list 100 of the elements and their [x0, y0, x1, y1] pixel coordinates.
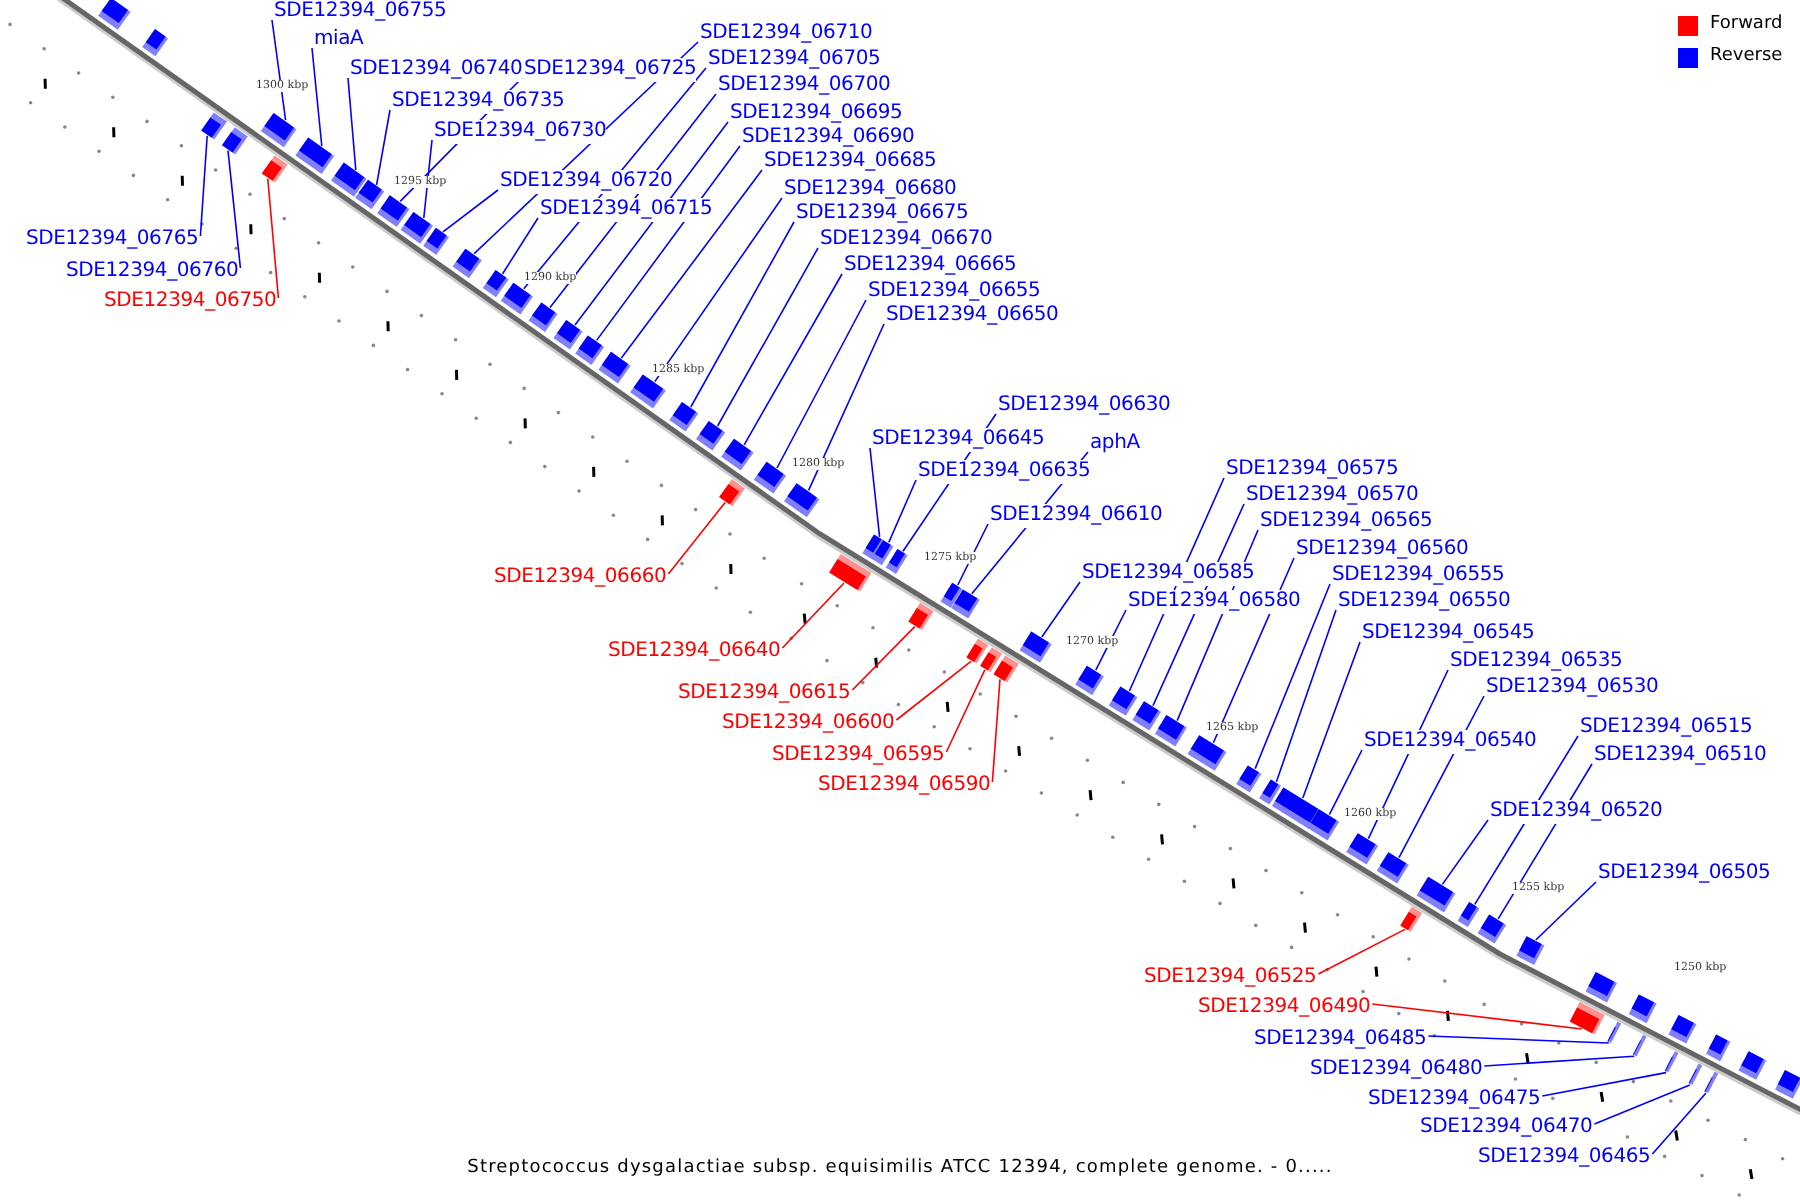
gene-block — [528, 302, 558, 332]
gene-block — [261, 155, 288, 183]
gene-block — [1108, 686, 1138, 716]
gene-label: aphA — [1090, 432, 1140, 456]
gene-block — [553, 320, 583, 350]
gene-block — [630, 374, 666, 409]
gene-label: SDE12394_06765 — [26, 228, 199, 252]
gene-label: SDE12394_06740 — [350, 58, 523, 82]
gene-label: SDE12394_06715 — [540, 198, 713, 222]
gene-block — [1633, 1034, 1647, 1057]
gene-block — [1416, 876, 1456, 913]
gene-label: SDE12394_06685 — [764, 150, 937, 174]
gene-label: SDE12394_06705 — [708, 48, 881, 72]
gene-block — [1236, 765, 1262, 793]
gene-label: SDE12394_06475 — [1368, 1088, 1541, 1112]
gene-label: SDE12394_06665 — [844, 254, 1017, 278]
leader-line — [501, 217, 539, 275]
leader-line — [869, 447, 881, 538]
leader-line — [574, 121, 729, 326]
gene-block — [1775, 1070, 1800, 1099]
gene-block — [295, 137, 335, 174]
gene-label: SDE12394_06510 — [1594, 744, 1767, 768]
leader-line — [199, 135, 208, 237]
gene-block — [696, 421, 726, 451]
gene-label: SDE12394_06545 — [1362, 622, 1535, 646]
leader-line — [1302, 641, 1361, 799]
gene-label: SDE12394_06580 — [1128, 590, 1301, 614]
gene-block — [598, 351, 631, 384]
leader-line — [1275, 609, 1337, 783]
leader-line — [888, 479, 917, 544]
leader-line — [620, 169, 763, 359]
leader-line — [654, 197, 783, 383]
gene-label: SDE12394_06480 — [1310, 1058, 1483, 1082]
gene-label: SDE12394_06525 — [1144, 966, 1317, 990]
gene-label: SDE12394_06660 — [494, 566, 667, 590]
gene-label: SDE12394_06695 — [730, 102, 903, 126]
gene-block — [1376, 852, 1409, 884]
gene-block — [1516, 936, 1545, 965]
leader-line — [347, 77, 357, 171]
leader-line — [1328, 749, 1363, 816]
gene-block — [1019, 631, 1052, 663]
gene-label: SDE12394_06515 — [1580, 716, 1753, 740]
gene-block — [142, 29, 168, 57]
gene-label: SDE12394_06590 — [818, 774, 991, 798]
leader-line — [375, 109, 391, 186]
leader-line — [1041, 581, 1081, 638]
leader-line — [271, 19, 287, 121]
gene-label: SDE12394_06760 — [66, 260, 239, 284]
gene-label: SDE12394_06610 — [990, 504, 1163, 528]
leader-line — [1254, 583, 1331, 770]
gene-block — [1307, 809, 1340, 841]
gene-label: SDE12394_06655 — [868, 280, 1041, 304]
gene-block — [753, 461, 787, 494]
gene-label: SDE12394_06595 — [772, 744, 945, 768]
gene-block — [1187, 735, 1227, 771]
gene-block — [1477, 914, 1507, 944]
gene-label: SDE12394_06575 — [1226, 458, 1399, 482]
gene-label: SDE12394_06465 — [1478, 1146, 1651, 1170]
legend-label: Reverse — [1710, 46, 1783, 66]
leader-line — [1427, 1035, 1610, 1044]
gene-block — [1155, 715, 1187, 747]
gene-label: SDE12394_06720 — [500, 170, 673, 194]
gene-block — [452, 248, 482, 279]
gene-block — [260, 113, 297, 148]
gene-block — [940, 582, 963, 608]
gene-block — [500, 282, 533, 315]
gene-label: SDE12394_06700 — [718, 74, 891, 98]
gene-block — [1346, 833, 1379, 865]
gene-block — [1628, 994, 1657, 1024]
gene-block — [575, 335, 605, 365]
gene-label: SDE12394_06670 — [820, 228, 993, 252]
leader-line — [945, 669, 986, 753]
gene-label: SDE12394_06640 — [608, 640, 781, 664]
gene-block — [1400, 906, 1423, 932]
leader-line — [1535, 881, 1597, 941]
gene-label: SDE12394_06645 — [872, 428, 1045, 452]
gene-block — [908, 602, 934, 630]
leader-line — [267, 178, 280, 299]
gene-block — [721, 438, 754, 471]
gene-label: SDE12394_06520 — [1490, 800, 1663, 824]
gene-label: SDE12394_06505 — [1598, 862, 1771, 886]
gene-label: SDE12394_06555 — [1332, 564, 1505, 588]
gene-block — [423, 227, 449, 255]
leader-line — [851, 625, 916, 691]
leader-line — [442, 189, 499, 233]
gene-block — [669, 402, 699, 432]
gene-block — [1607, 1021, 1622, 1043]
gene-label: SDE12394_06635 — [918, 460, 1091, 484]
gene-block — [1668, 1015, 1697, 1044]
gene-block — [784, 483, 820, 518]
gene-block — [719, 479, 745, 507]
leader-line — [667, 501, 726, 575]
gene-label: SDE12394_06755 — [274, 0, 447, 24]
leader-line — [1483, 1055, 1635, 1067]
gene-label: SDE12394_06560 — [1296, 538, 1469, 562]
leader-line — [1651, 1092, 1707, 1155]
gene-label: SDE12394_06485 — [1254, 1028, 1427, 1052]
gene-label: SDE12394_06690 — [742, 126, 915, 150]
gene-block — [871, 540, 894, 566]
gene-label: SDE12394_06710 — [700, 22, 873, 46]
